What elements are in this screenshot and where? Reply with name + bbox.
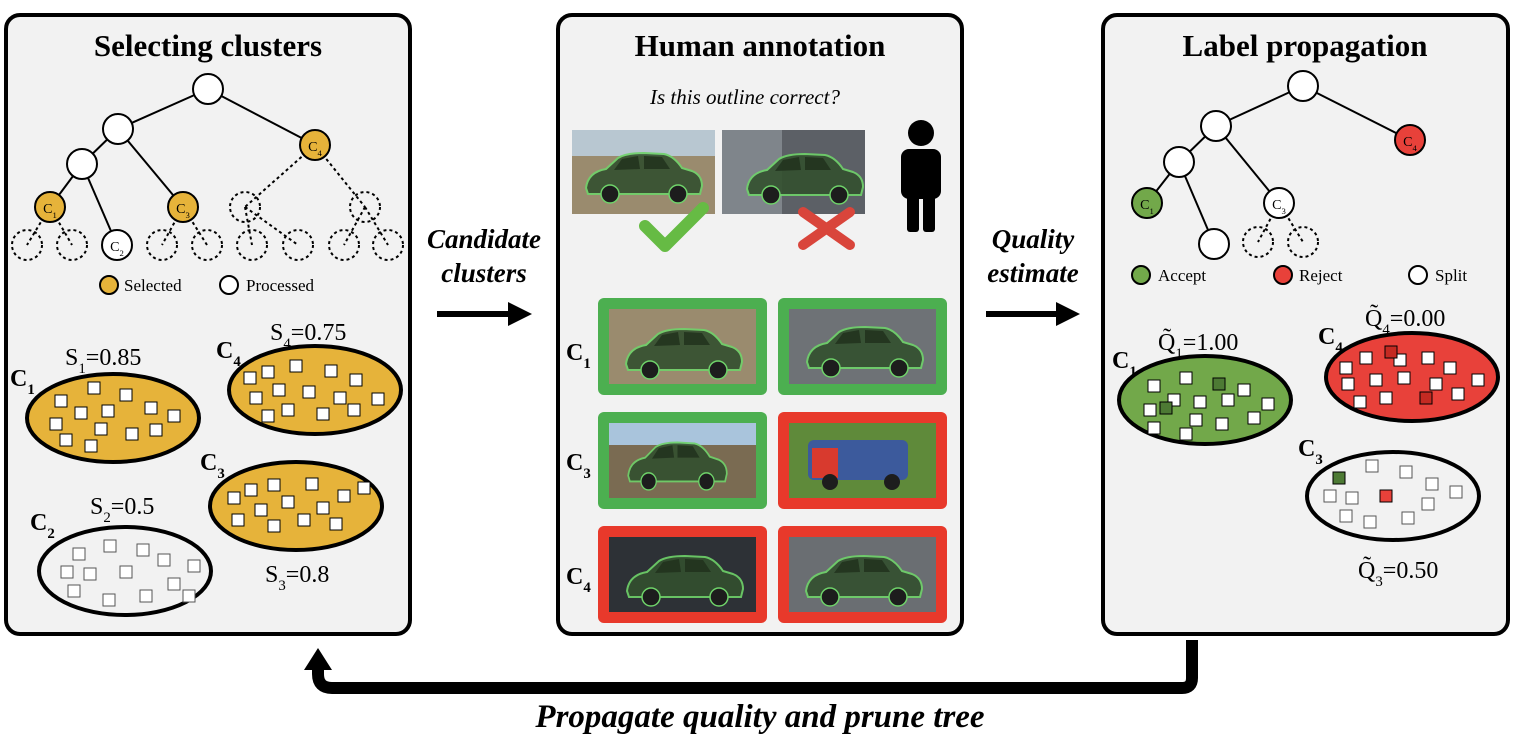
left-tree-dotted-nodes	[11, 191, 404, 261]
check-icon	[639, 202, 709, 252]
legend-accept-swatch	[1131, 265, 1151, 285]
right-cluster-c3-accept-item	[1332, 471, 1346, 485]
row-label-c3: C3	[566, 450, 591, 482]
legend-selected-label: Selected	[124, 276, 182, 295]
left-tree-node	[102, 113, 134, 145]
legend-reject-label: Reject	[1299, 266, 1343, 285]
feedback-label: Propagate quality and prune tree	[534, 699, 984, 735]
panel-selecting-clusters: Selecting clusters	[4, 13, 412, 636]
score-s3: S3=0.8	[265, 562, 329, 594]
candidate-label-line1: Candidate	[427, 224, 541, 254]
right-cluster-dark-items	[1159, 345, 1433, 415]
node-label-c1: C1	[43, 202, 57, 220]
right-cluster-label-c3: C3	[1298, 436, 1323, 468]
quality-label-line2: estimate	[987, 258, 1078, 288]
left-cluster-label-c2: C2	[30, 510, 55, 542]
left-tree-node-c1	[34, 191, 66, 223]
right-node-label-c4: C4	[1403, 135, 1417, 153]
annotation-grid	[598, 298, 947, 623]
quality-label-line1: Quality	[992, 224, 1076, 254]
legend-split-swatch	[1408, 265, 1428, 285]
middle-panel-title: Human annotation	[635, 28, 886, 63]
right-cluster-c3-reject-item	[1379, 489, 1393, 503]
left-tree-root-node	[192, 73, 224, 105]
left-cluster-label-c1: C1	[10, 366, 35, 398]
left-tree-node-c4	[299, 129, 331, 161]
example-car-image-correct	[572, 130, 715, 214]
right-panel-frame	[1101, 13, 1510, 636]
left-panel-title: Selecting clusters	[94, 28, 322, 63]
person-icon	[901, 120, 941, 232]
right-cluster-c3-items	[1323, 459, 1463, 529]
right-node-label-c1: C1	[1140, 198, 1154, 216]
feedback-arrow: Propagate quality and prune tree	[304, 640, 1198, 735]
right-panel-title: Label propagation	[1183, 28, 1428, 63]
right-cluster-label-c4: C4	[1318, 324, 1343, 356]
row-label-c4: C4	[566, 564, 591, 596]
node-label-c3: C3	[176, 202, 190, 220]
legend-selected-swatch	[99, 275, 119, 295]
legend-reject-swatch	[1273, 265, 1293, 285]
legend-processed-swatch	[219, 275, 239, 295]
legend-processed-label: Processed	[246, 276, 314, 295]
right-tree-node	[1200, 110, 1232, 142]
left-tree-node	[66, 148, 98, 180]
score-s2: S2=0.5	[90, 494, 154, 526]
quality-arrow: Quality estimate	[986, 224, 1080, 326]
left-tree-node-c3	[167, 191, 199, 223]
right-tree-node-c4	[1394, 124, 1426, 156]
left-tree-node-c2	[101, 229, 133, 261]
right-cluster-items	[1143, 351, 1485, 441]
left-cluster-c2-items	[60, 539, 201, 607]
quality-q1: Q̃1=1.00	[1158, 328, 1238, 362]
right-tree-dotted-nodes	[1242, 226, 1319, 258]
right-cluster-label-c1: C1	[1112, 348, 1137, 380]
quality-q3: Q̃3=0.50	[1358, 556, 1438, 590]
left-cluster-items	[49, 359, 385, 533]
left-cluster-label-c3: C3	[200, 450, 225, 482]
panel-label-propagation: Label propagation C1 C3 C4 Accept	[1101, 13, 1510, 636]
score-s4: S4=0.75	[270, 320, 346, 352]
right-tree-node	[1198, 228, 1230, 260]
candidate-arrow: Candidate clusters	[427, 224, 541, 326]
right-tree-node	[1163, 146, 1195, 178]
panel-human-annotation: Human annotation Is this outline correct…	[556, 13, 964, 636]
candidate-label-line2: clusters	[441, 258, 527, 288]
right-node-label-c3: C3	[1272, 198, 1286, 216]
cross-icon	[798, 207, 855, 250]
right-tree-root-node	[1287, 70, 1319, 102]
example-car-image-incorrect	[722, 130, 865, 214]
legend-split-label: Split	[1435, 266, 1467, 285]
annotation-question: Is this outline correct?	[649, 85, 840, 109]
quality-q4: Q̃4=0.00	[1365, 304, 1445, 338]
legend-accept-label: Accept	[1158, 266, 1206, 285]
left-cluster-c3	[208, 460, 384, 552]
left-cluster-label-c4: C4	[216, 338, 241, 370]
node-label-c2: C2	[110, 240, 124, 258]
score-s1: S1=0.85	[65, 345, 141, 377]
right-tree-node-c1	[1131, 187, 1163, 219]
node-label-c4: C4	[308, 140, 322, 158]
right-tree-node-c3	[1263, 187, 1295, 219]
row-label-c1: C1	[566, 340, 591, 372]
